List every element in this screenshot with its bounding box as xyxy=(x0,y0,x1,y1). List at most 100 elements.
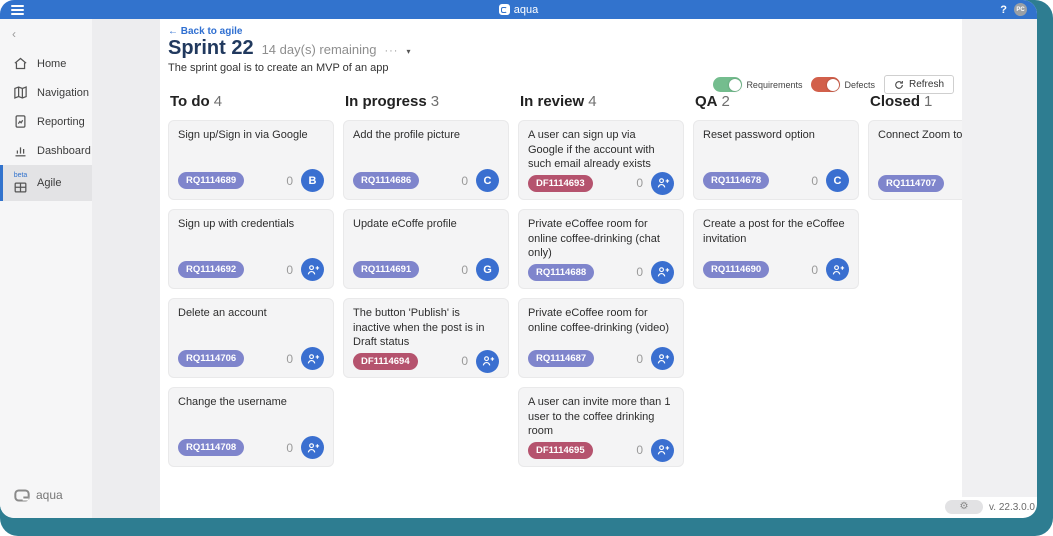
requirements-toggle-label: Requirements xyxy=(746,79,803,90)
card-title: Delete an account xyxy=(178,307,267,319)
card-id-badge[interactable]: RQ1114692 xyxy=(178,261,245,278)
assign-user-button[interactable] xyxy=(301,258,324,281)
assign-user-button[interactable] xyxy=(826,258,849,281)
map-icon xyxy=(13,85,28,100)
card-count: 0 xyxy=(811,262,818,277)
sidebar-item-home[interactable]: Home xyxy=(0,49,160,78)
column-title: In progress xyxy=(345,93,427,110)
card-id-badge[interactable]: DF1114693 xyxy=(528,174,593,192)
assign-user-button[interactable] xyxy=(651,260,674,284)
card-id-badge[interactable]: RQ1114691 xyxy=(353,261,420,278)
column-title: To do xyxy=(170,93,210,110)
sidebar-item-navigation[interactable]: Navigation xyxy=(0,78,160,107)
sidebar-item-label: Home xyxy=(37,57,67,70)
assignee-avatar[interactable]: C xyxy=(826,169,849,192)
card-id-badge[interactable]: RQ1114707 xyxy=(878,175,945,192)
column-cards: Connect Zoom to an acRQ1114707 xyxy=(868,120,962,200)
sprint-dropdown-caret[interactable]: ▾ xyxy=(406,47,411,56)
card-count: 0 xyxy=(461,354,468,369)
aqua-logo-icon xyxy=(498,4,510,15)
top-bar: aqua ? PC xyxy=(0,0,1037,19)
card-id-badge[interactable]: RQ1114686 xyxy=(353,172,420,189)
card[interactable]: Private eCoffee room for online coffee-d… xyxy=(518,298,684,378)
person-add-icon xyxy=(481,354,495,368)
defects-toggle[interactable]: Defects xyxy=(811,77,875,92)
assign-user-button[interactable] xyxy=(301,347,324,370)
card[interactable]: A user can invite more than 1 user to th… xyxy=(518,387,684,467)
assign-user-button[interactable] xyxy=(476,349,499,373)
defects-toggle-switch[interactable] xyxy=(811,77,841,92)
version-label: v. 22.3.0.0 xyxy=(989,501,1035,513)
sprint-goal-text: The sprint goal is to create an MVP of a… xyxy=(168,62,389,74)
settings-gear-button[interactable]: ⚙ xyxy=(945,500,984,514)
card-id-badge[interactable]: RQ1114690 xyxy=(703,261,770,278)
assign-user-button[interactable] xyxy=(301,436,324,459)
assignee-avatar[interactable]: G xyxy=(476,258,499,281)
back-to-agile-link[interactable]: ← Back to agile xyxy=(168,26,243,37)
assign-user-button[interactable] xyxy=(651,438,674,462)
card[interactable]: The button 'Publish' is inactive when th… xyxy=(343,298,509,378)
card[interactable]: Connect Zoom to an acRQ1114707 xyxy=(868,120,962,200)
card-id-badge[interactable]: RQ1114688 xyxy=(528,263,595,281)
column-count: 4 xyxy=(588,93,597,110)
card-id-badge[interactable]: RQ1114678 xyxy=(703,172,770,189)
aqua-logo-icon xyxy=(14,489,30,502)
card-count: 0 xyxy=(286,173,293,188)
card-title: Add the profile picture xyxy=(353,129,461,141)
app-logo: aqua xyxy=(0,0,1037,19)
person-add-icon xyxy=(656,265,670,279)
card-id-badge[interactable]: DF1114695 xyxy=(528,441,593,459)
card-id-badge[interactable]: DF1114694 xyxy=(353,352,418,370)
hamburger-menu-icon[interactable] xyxy=(11,4,24,15)
column-count: 1 xyxy=(924,93,933,110)
sidebar-item-dashboard[interactable]: Dashboard xyxy=(0,136,160,165)
assignee-avatar[interactable]: C xyxy=(476,169,499,192)
sidebar-item-reporting[interactable]: Reporting xyxy=(0,107,160,136)
card-title: Reset password option xyxy=(703,129,815,141)
card-title: A user can invite more than 1 user to th… xyxy=(528,396,671,438)
card-count: 0 xyxy=(811,173,818,188)
card[interactable]: A user can sign up via Google if the acc… xyxy=(518,120,684,200)
help-button[interactable]: ? xyxy=(1000,3,1007,16)
card-count: 0 xyxy=(286,440,293,455)
card[interactable]: Private eCoffee room for online coffee-d… xyxy=(518,209,684,289)
card-title: A user can sign up via Google if the acc… xyxy=(528,129,655,171)
card[interactable]: Create a post for the eCoffee invitation… xyxy=(693,209,859,289)
refresh-button[interactable]: Refresh xyxy=(883,75,954,94)
requirements-toggle[interactable]: Requirements xyxy=(713,77,802,92)
beta-tag: beta xyxy=(13,171,28,179)
assignee-avatar[interactable]: B xyxy=(301,169,324,192)
refresh-label: Refresh xyxy=(908,79,944,90)
card-id-badge[interactable]: RQ1114689 xyxy=(178,172,245,189)
assign-user-button[interactable] xyxy=(651,347,674,370)
person-add-icon xyxy=(656,352,670,366)
card-id-badge[interactable]: RQ1114706 xyxy=(178,350,245,367)
requirements-toggle-switch[interactable] xyxy=(713,77,743,92)
sprint-menu-button[interactable]: ··· xyxy=(384,45,399,57)
card-id-badge[interactable]: RQ1114708 xyxy=(178,439,245,456)
person-add-icon xyxy=(656,443,670,457)
sidebar-collapse-button[interactable]: ‹ xyxy=(12,27,16,41)
user-avatar[interactable]: PC xyxy=(1014,3,1027,16)
assign-user-button[interactable] xyxy=(651,171,674,195)
right-gutter xyxy=(962,19,1037,497)
sidebar-logo-text: aqua xyxy=(36,488,63,502)
card-id-badge[interactable]: RQ1114687 xyxy=(528,350,595,367)
sidebar-item-label: Dashboard xyxy=(37,144,91,157)
